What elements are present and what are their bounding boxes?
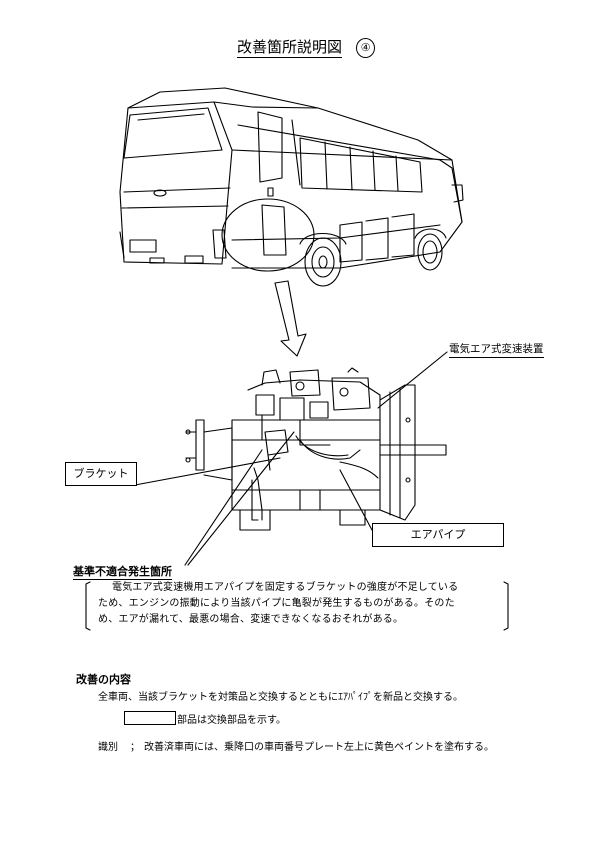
defect-line: 電気エア式変速機用エアパイプを固定するブラケットの強度が不足している — [112, 582, 459, 593]
remedy-heading: 改善の内容 — [76, 673, 131, 686]
title-text: 改善箇所説明図 — [236, 38, 342, 58]
defect-text: 電気エア式変速機用エアパイプを固定するブラケットの強度が不足している ため、エン… — [88, 580, 508, 628]
defect-description: 電気エア式変速機用エアパイプを固定するブラケットの強度が不足している ため、エン… — [88, 580, 508, 628]
figure-number: ④ — [356, 38, 375, 58]
defect-leader-1 — [184, 449, 263, 566]
legend-text: 部品は交換部品を示す。 — [177, 715, 286, 726]
defect-leader-2 — [187, 431, 295, 566]
device-leader — [377, 351, 448, 409]
bracket-leader — [134, 457, 281, 486]
bus-drawing — [119, 87, 464, 287]
pipe-leader — [339, 469, 373, 531]
defect-bracket-right — [503, 581, 509, 631]
identification-label: 識別 — [98, 742, 118, 753]
air-pipe-label: エアパイプ — [372, 523, 504, 547]
defect-location-label: 基準不適合発生箇所 — [73, 565, 172, 580]
legend-swatch — [124, 711, 176, 725]
device-label: 電気エア式変速装置 — [449, 341, 544, 358]
identification-separator: ； — [130, 742, 140, 753]
page-title: 改善箇所説明図 ④ — [0, 36, 612, 58]
defect-bracket-left — [85, 581, 91, 631]
defect-line: ため、エンジンの振動により当該パイプに亀裂が発生するものがある。そのた — [98, 598, 455, 609]
defect-line: め、エアが漏れて、最悪の場合、変速できなくなるおそれがある。 — [98, 614, 404, 625]
identification-text: 改善済車両には、乗降口の車両番号プレート左上に黄色ペイントを塗布する。 — [144, 742, 494, 753]
bracket-label: ブラケット — [65, 462, 137, 486]
transmission-drawing — [185, 367, 447, 531]
remedy-body: 全車両、当該ブラケットを対策品と交換するとともにｴｱﾊﾟｲﾌﾟを新品と交換する。 — [98, 692, 463, 703]
pointer-arrow — [274, 280, 307, 357]
